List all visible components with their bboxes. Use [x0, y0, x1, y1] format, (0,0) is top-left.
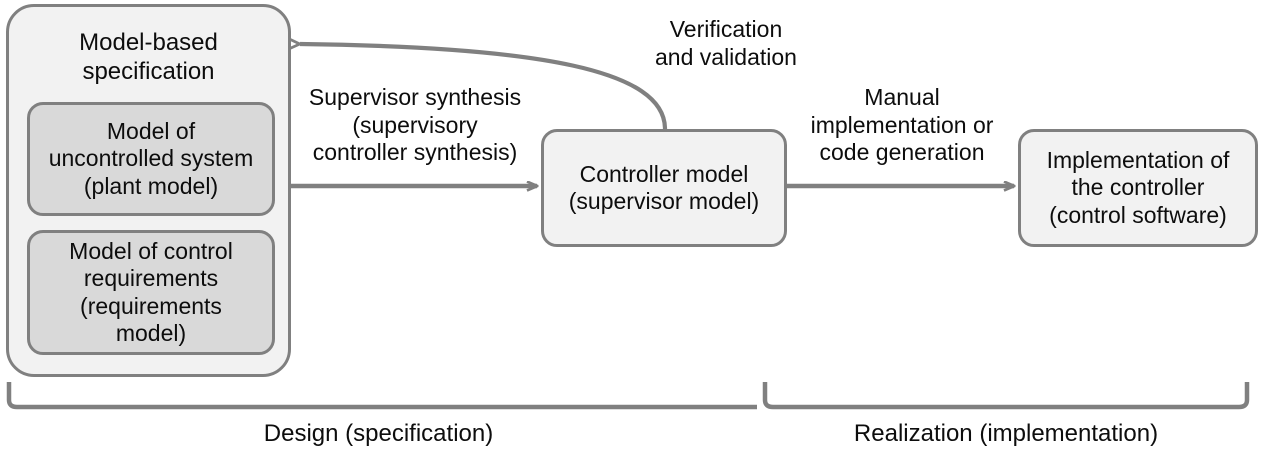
- node-requirements-model: Model of control requirements (requireme…: [27, 230, 275, 355]
- brace-realization: [762, 382, 1250, 410]
- node-model-based-specification: Model-based specification Model of uncon…: [6, 4, 291, 377]
- node-controller-model-label: Controller model (supervisor model): [568, 160, 760, 214]
- edge-label-supervisor-synthesis: Supervisor synthesis (supervisory contro…: [308, 84, 522, 166]
- phase-label-realization: Realization (implementation): [853, 420, 1159, 447]
- edge-label-verification-and-validation: Verification and validation: [655, 16, 797, 70]
- phase-label-design: Design (specification): [263, 420, 494, 447]
- node-requirements-model-label: Model of control requirements (requireme…: [69, 238, 233, 346]
- brace-design: [6, 382, 757, 410]
- node-controller-model: Controller model (supervisor model): [541, 129, 787, 247]
- node-plant-model-label: Model of uncontrolled system (plant mode…: [48, 118, 254, 199]
- node-model-based-specification-label: Model-based specification: [79, 29, 218, 85]
- node-implementation-label: Implementation of the controller (contro…: [1046, 147, 1230, 228]
- node-plant-model: Model of uncontrolled system (plant mode…: [27, 102, 275, 216]
- node-implementation: Implementation of the controller (contro…: [1018, 129, 1258, 247]
- edge-label-manual-implementation: Manual implementation or code generation: [810, 84, 994, 166]
